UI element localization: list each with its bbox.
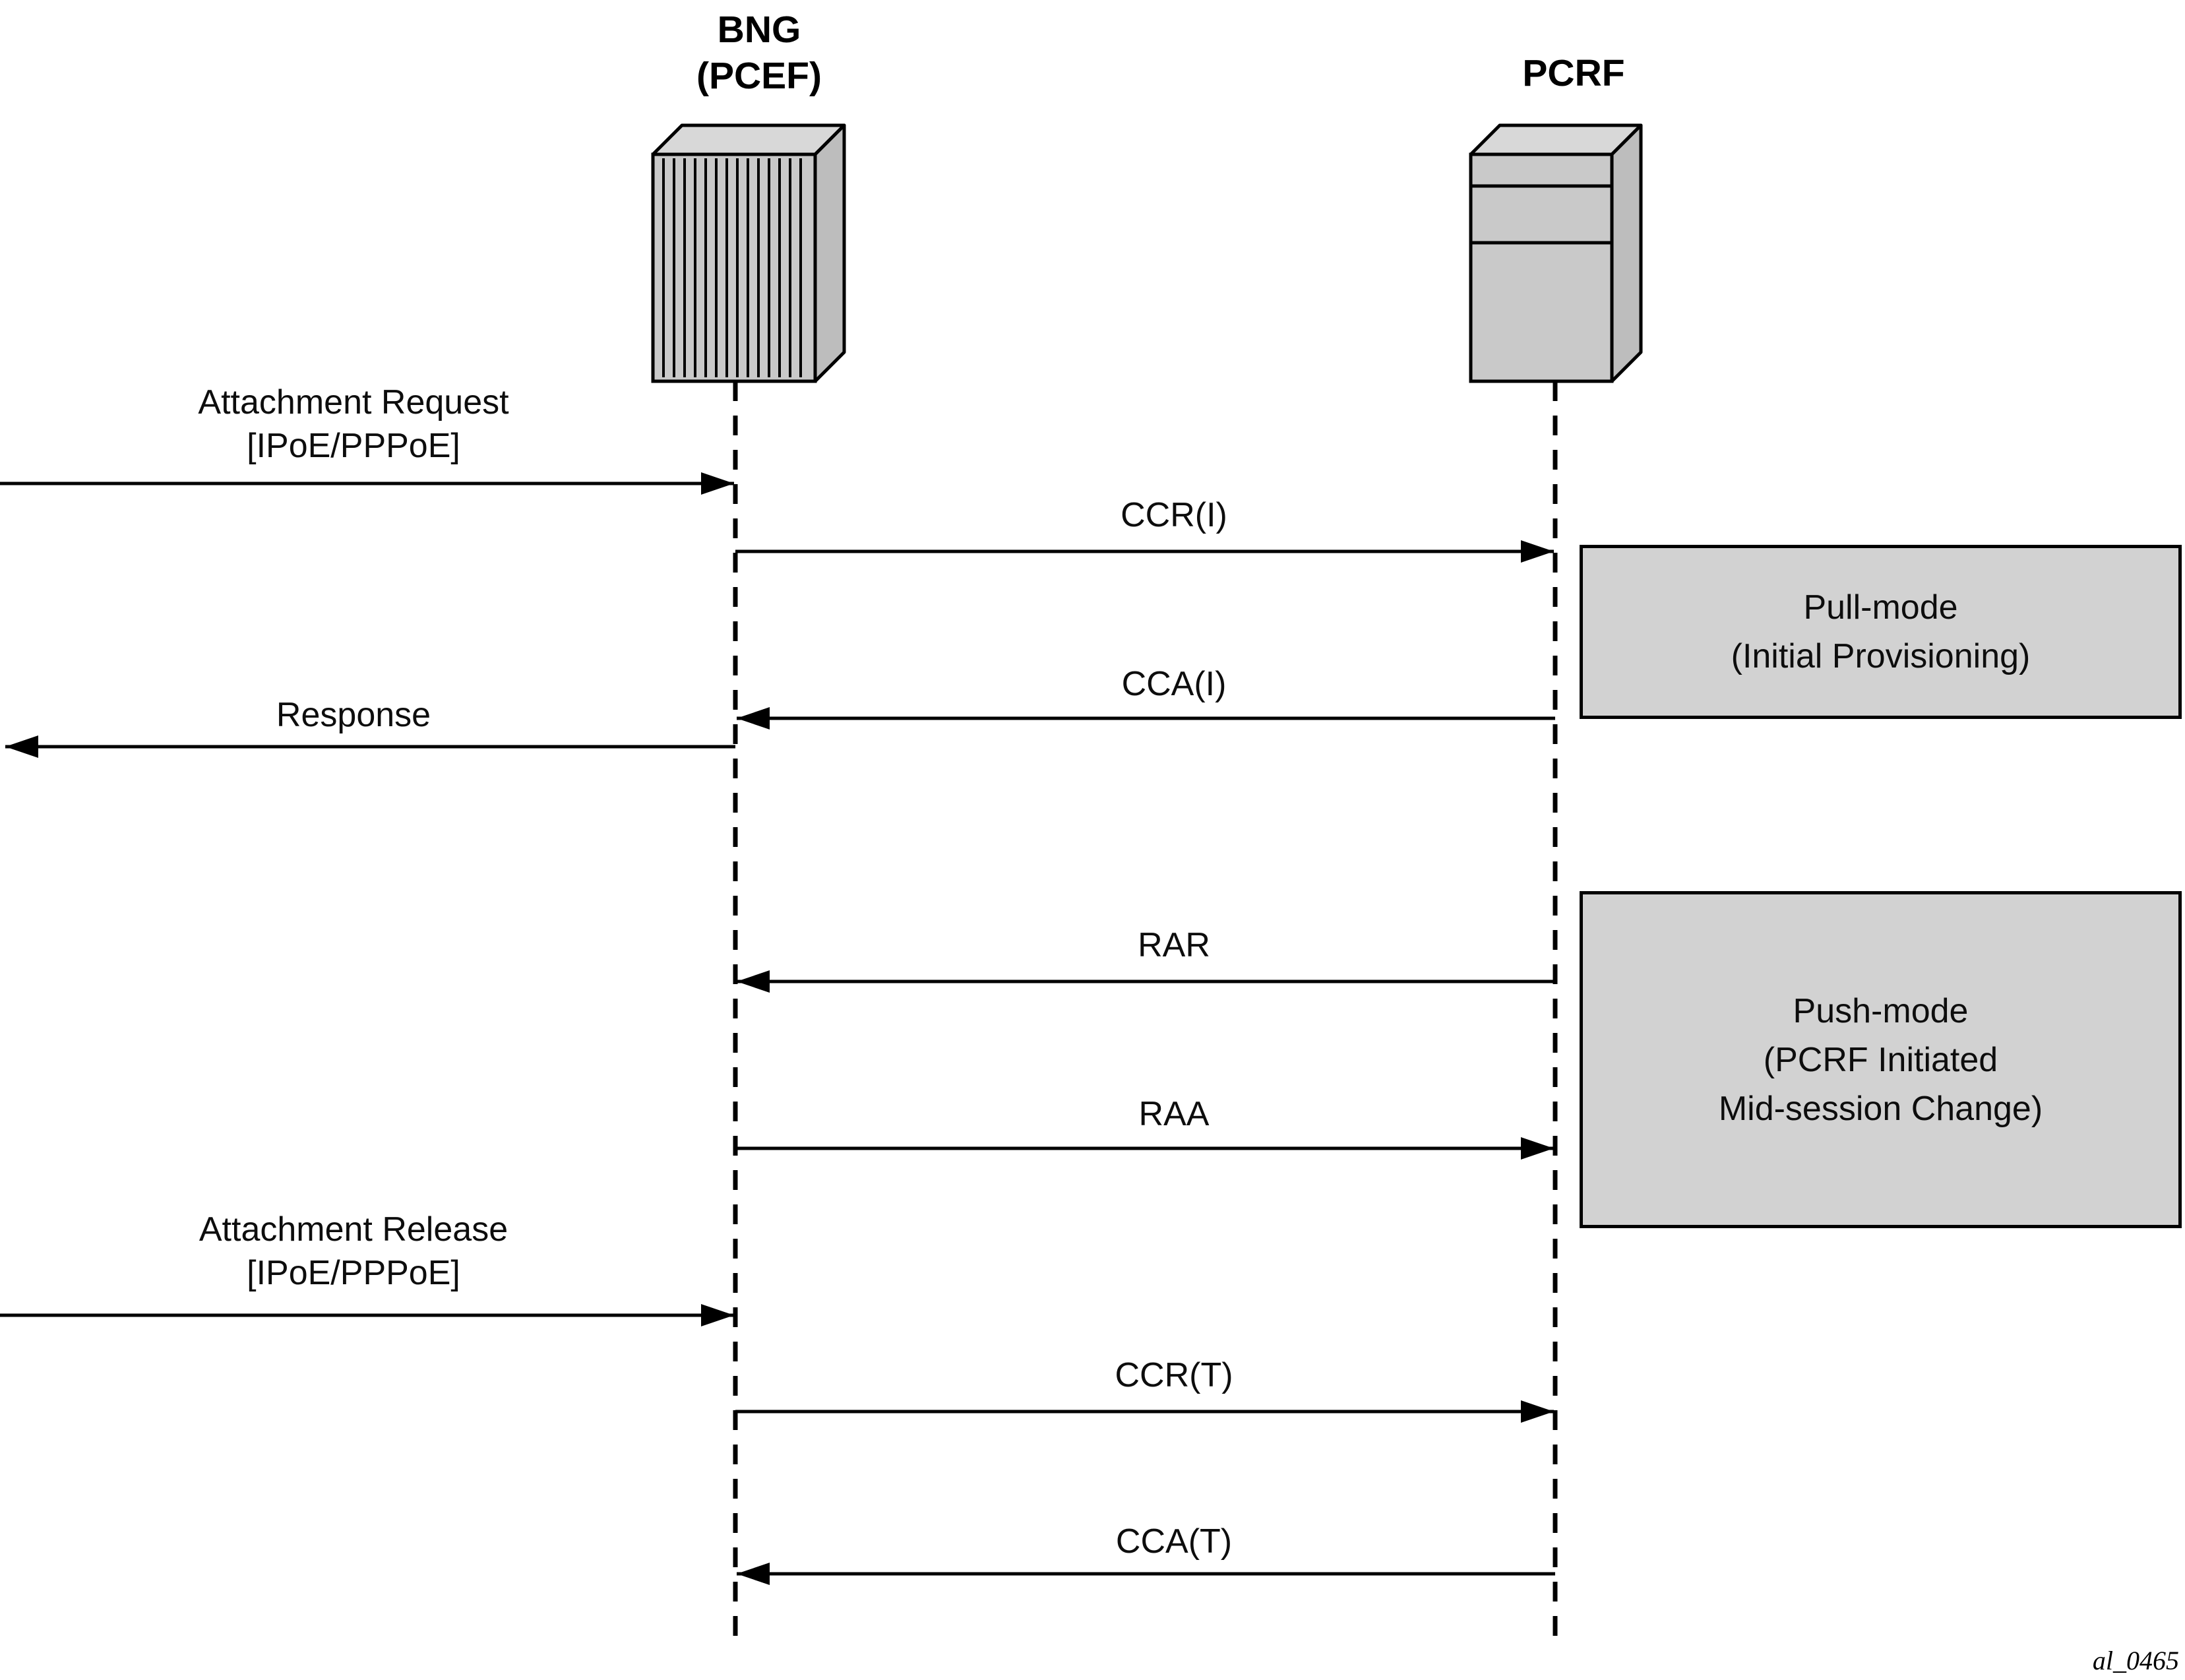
bng-grill-stripes bbox=[662, 158, 802, 377]
note-pull-mode: Pull-mode (Initial Provisioning) bbox=[1580, 545, 2182, 719]
pcrf-server-icon bbox=[1469, 123, 1643, 383]
message-label-attachment-request: Attachment Request [IPoE/PPPoE] bbox=[198, 383, 509, 465]
actor-label-pcrf: PCRF bbox=[1522, 52, 1625, 94]
message-label-raa: RAA bbox=[1138, 1095, 1210, 1133]
actor-label-bng-line2: (PCEF) bbox=[696, 55, 822, 97]
note-push-mode: Push-mode (PCRF Initiated Mid-session Ch… bbox=[1580, 891, 2182, 1228]
figure-id-label: al_0465 bbox=[2092, 1646, 2179, 1675]
message-label-cca-i: CCA(I) bbox=[1121, 665, 1227, 703]
message-label-attachment-release: Attachment Release [IPoE/PPPoE] bbox=[199, 1210, 508, 1292]
bng-device-icon bbox=[651, 123, 846, 383]
message-label-response: Response bbox=[276, 696, 431, 734]
actor-label-bng: BNG (PCEF) bbox=[594, 7, 924, 99]
message-label-ccr-t: CCR(T) bbox=[1115, 1356, 1233, 1394]
message-label-ccr-i: CCR(I) bbox=[1121, 496, 1227, 534]
message-label-cca-t: CCA(T) bbox=[1115, 1522, 1233, 1561]
actor-label-bng-line1: BNG bbox=[717, 9, 801, 51]
message-label-rar: RAR bbox=[1138, 926, 1210, 964]
